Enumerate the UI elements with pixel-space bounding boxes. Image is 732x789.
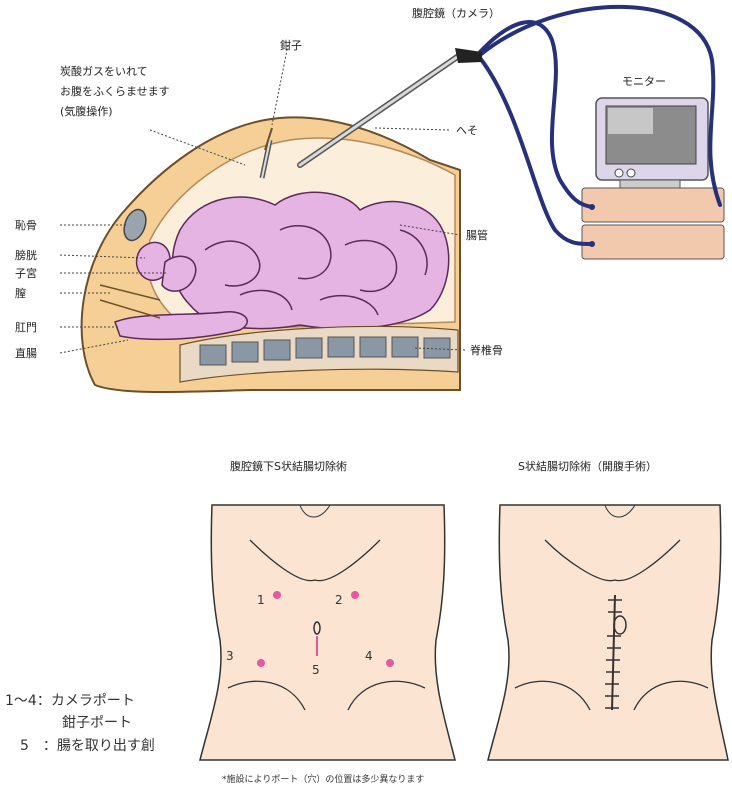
laparoscope-head — [455, 48, 482, 63]
port-number-1: 1 — [257, 593, 265, 607]
port-number-4: 4 — [365, 649, 373, 663]
label-rectum: 直腸 — [15, 346, 37, 361]
port-3-dot — [257, 659, 265, 667]
light-source-box — [582, 225, 724, 259]
monitor-unit — [582, 98, 724, 259]
label-pubic-bone: 恥骨 — [15, 218, 37, 233]
label-gas-line2: お腹をふくらませます — [60, 84, 170, 99]
label-vagina: 膣 — [15, 286, 26, 301]
port-number-3: 3 — [226, 649, 234, 663]
port-4-dot — [386, 659, 394, 667]
label-monitor: モニター — [622, 74, 666, 89]
intestines — [173, 192, 449, 328]
legend-line-1: 1～4：カメラポート — [5, 690, 135, 712]
label-uterus: 子宮 — [15, 266, 37, 281]
camera-control-box — [582, 188, 724, 222]
label-anus: 肛門 — [15, 320, 37, 335]
open-abdomen-diagram — [488, 505, 728, 760]
label-gas-line1: 炭酸ガスをいれて — [60, 64, 148, 79]
legend-line-2: 鉗子ポート — [62, 712, 132, 734]
port-number-5: 5 — [312, 663, 320, 677]
label-laparoscope: 腹腔鏡（カメラ） — [412, 6, 500, 21]
label-bladder: 膀胱 — [15, 248, 37, 263]
lap-abdomen-diagram — [200, 505, 455, 760]
footnote: *施設によりポート（穴）の位置は多少異なります — [222, 772, 424, 785]
label-intestine: 腸管 — [466, 228, 488, 243]
body-cross-section — [82, 48, 482, 392]
title-laparoscopic-surgery: 腹腔鏡下S状結腸切除術 — [230, 458, 347, 474]
label-spine: 脊椎骨 — [470, 343, 503, 358]
port-1-dot — [273, 591, 281, 599]
port-number-2: 2 — [335, 593, 343, 607]
legend-line-3: 5 ：腸を取り出す創 — [20, 735, 155, 757]
port-2-dot — [351, 591, 359, 599]
title-open-surgery: S状結腸切除術（開腹手術） — [518, 458, 657, 474]
monitor-stand — [620, 180, 680, 188]
label-gas-line3: (気腹操作) — [60, 104, 113, 119]
label-forceps: 鉗子 — [280, 38, 302, 53]
label-navel: へそ — [456, 123, 478, 138]
